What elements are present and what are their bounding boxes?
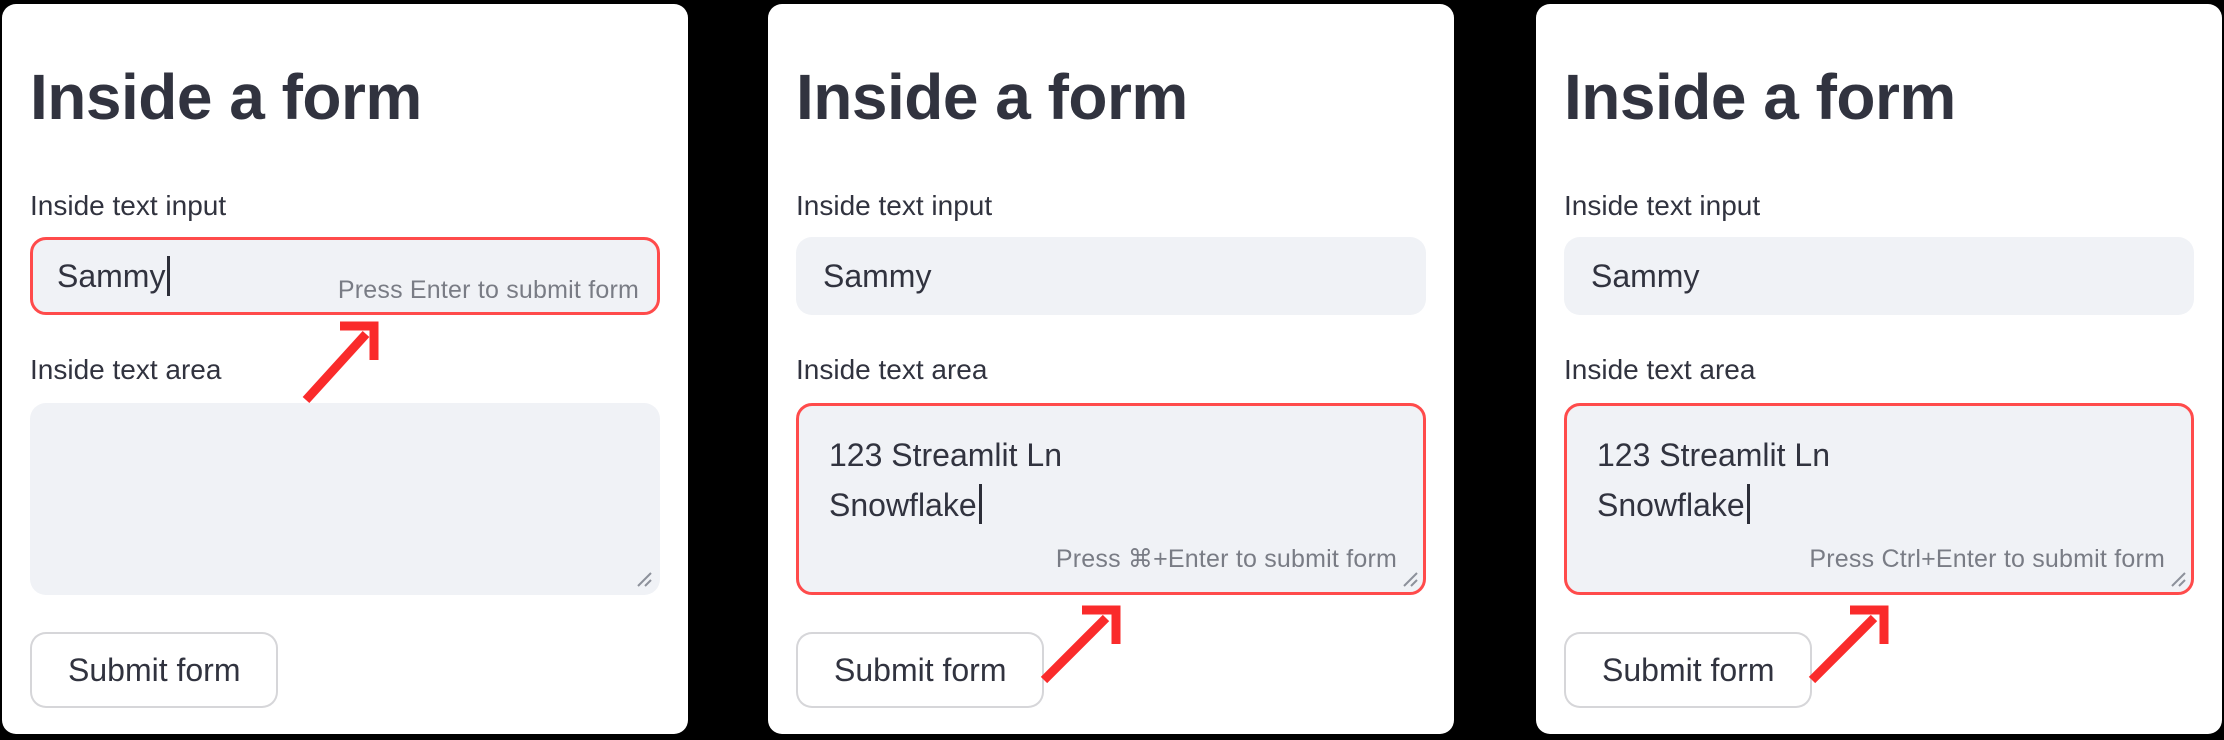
text-area-line: 123 Streamlit Ln [1597,437,1831,473]
form-panel-textarea-focused-windows: Inside a form Inside text input Sammy In… [1536,4,2222,734]
text-area-line: Snowflake [829,480,1393,530]
text-area[interactable]: 123 Streamlit Ln Snowflake Press Ctrl+En… [1564,403,2194,595]
text-input[interactable]: Sammy Press Enter to submit form [30,237,660,315]
form-heading: Inside a form [1564,61,1956,133]
text-input-label: Inside text input [1564,190,1761,221]
text-cursor [167,256,171,296]
text-area-line: 123 Streamlit Ln [829,437,1063,473]
submit-form-button[interactable]: Submit form [1564,632,1813,708]
resize-handle-icon[interactable] [2168,569,2186,587]
text-input[interactable]: Sammy [1564,237,2194,315]
form-heading: Inside a form [796,61,1188,133]
form-heading: Inside a form [30,61,422,133]
text-cursor [1746,484,1750,524]
form-panel-textarea-focused-mac: Inside a form Inside text input Sammy In… [768,4,1454,734]
submit-form-button[interactable]: Submit form [796,632,1045,708]
text-area[interactable] [30,403,660,595]
enter-to-submit-hint: Press Enter to submit form [337,276,639,304]
cmd-enter-to-submit-hint: Press ⌘+Enter to submit form [1055,545,1397,573]
text-input-value: Sammy [1591,257,1700,294]
form-panel-text-input-focused: Inside a form Inside text input Sammy Pr… [2,4,688,734]
resize-handle-icon[interactable] [1400,569,1418,587]
text-area-label: Inside text area [1564,354,1756,385]
text-area-label: Inside text area [30,354,222,385]
resize-handle-icon[interactable] [634,569,652,587]
text-input-value: Sammy [57,257,166,294]
text-area-line: Snowflake [1597,480,2161,530]
text-area-label: Inside text area [796,354,988,385]
text-cursor [978,484,982,524]
ctrl-enter-to-submit-hint: Press Ctrl+Enter to submit form [1809,545,2165,573]
text-input[interactable]: Sammy [796,237,1426,315]
submit-form-button[interactable]: Submit form [30,632,279,708]
text-input-label: Inside text input [30,190,227,221]
text-input-label: Inside text input [796,190,993,221]
text-area[interactable]: 123 Streamlit Ln Snowflake Press ⌘+Enter… [796,403,1426,595]
text-input-value: Sammy [823,257,932,294]
